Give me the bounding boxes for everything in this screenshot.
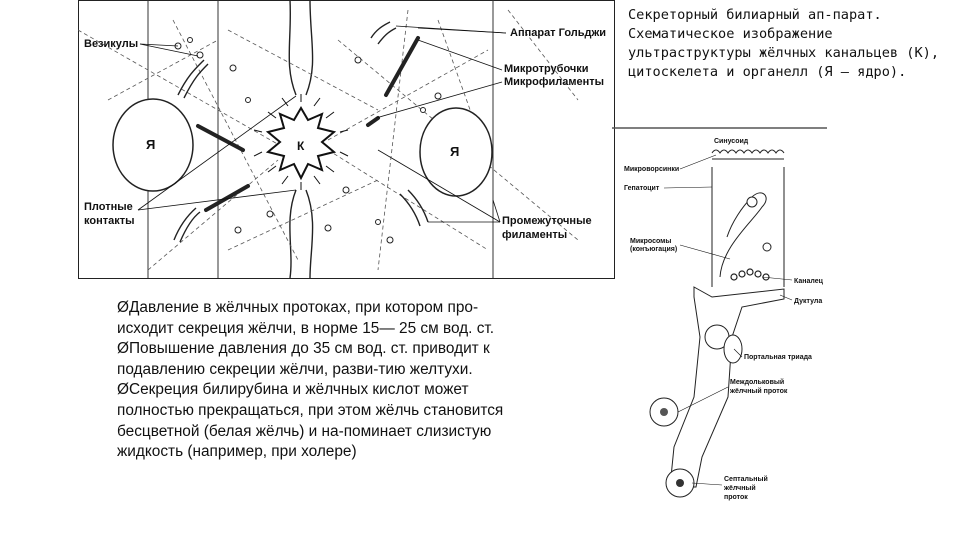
canaliculus	[731, 269, 769, 280]
intermediate-filaments-label-2: филаменты	[502, 229, 567, 241]
bullet-item: ØПовышение давления до 35 см вод. ст. пр…	[117, 339, 527, 380]
microvilli-label: Микроворсинки	[624, 166, 679, 173]
microsomes-label-1: Микросомы	[630, 238, 671, 245]
intermediate-filaments-label-1: Промежуточные	[502, 215, 592, 227]
canaliculus-diagram: Я Я К Везикулы Аппарат Гольджи Микротруб…	[78, 0, 615, 280]
vesicles-label: Везикулы	[84, 38, 138, 50]
hepatocyte-label: Гепатоцит	[624, 185, 660, 192]
ductule-label: Дуктула	[794, 298, 822, 305]
septal-duct-label-2: жёлчный	[723, 484, 756, 492]
portal-triad-vessel	[724, 335, 742, 363]
septal-duct-label-3: проток	[724, 494, 748, 501]
microtubules-label: Микротрубочки	[504, 63, 589, 75]
interlobular-duct-label-1: Междольковый	[730, 378, 784, 386]
nucleus-left-label: Я	[146, 137, 155, 152]
bullet-item: ØДавление в жёлчных протоках, при которо…	[117, 298, 527, 339]
figure-caption: Секреторный билиарный ап-парат. Схематич…	[628, 6, 948, 82]
sinusoid-label: Синусоид	[714, 138, 749, 145]
biliary-tree-diagram: Синусоид Микроворсинки Гепатоцит Микросо…	[612, 127, 827, 535]
microsomes-label-2: (конъюгация)	[630, 246, 677, 253]
septal-duct-label-1: Септальный	[724, 475, 768, 483]
microsome-er	[720, 193, 766, 277]
bullet-item: ØСекреция билирубина и жёлчных кислот мо…	[117, 380, 527, 462]
portal-triad-label: Портальная триада	[744, 354, 812, 361]
microfilaments-label: Микрофиламенты	[504, 76, 604, 88]
canaliculus-label: К	[297, 139, 305, 153]
canaliculus-label-2: Каналец	[794, 278, 824, 285]
golgi-label: Аппарат Гольджи	[510, 27, 606, 39]
canaliculus-ultrastructure-figure: Я Я К Везикулы Аппарат Гольджи Микротруб…	[78, 0, 615, 280]
pressure-notes-list: ØДавление в жёлчных протоках, при которо…	[117, 298, 527, 463]
sinusoid-microvilli	[712, 150, 784, 153]
nucleus-right-label: Я	[450, 144, 459, 159]
tight-junctions-label-2: контакты	[84, 215, 135, 227]
bile-duct	[670, 287, 784, 487]
biliary-tree-figure: Синусоид Микроворсинки Гепатоцит Микросо…	[612, 127, 827, 535]
hepatocyte-walls	[712, 167, 784, 287]
tight-junctions-label-1: Плотные	[84, 201, 133, 213]
interlobular-duct-label-2: жёлчный проток	[729, 387, 788, 395]
